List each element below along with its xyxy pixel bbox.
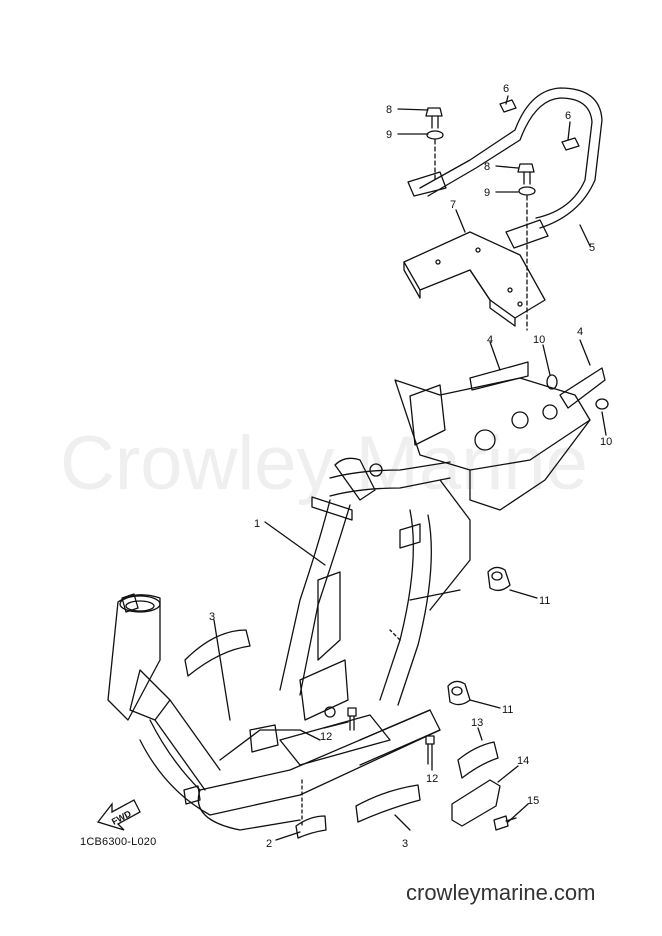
callout-10-right: 10 [600,436,612,448]
bolt-8-top [425,107,443,129]
callout-8-top: 8 [386,104,392,116]
callout-11-lower: 11 [502,704,513,716]
callout-4-right: 4 [577,326,583,338]
callout-9-right: 9 [484,187,490,199]
callout-14: 14 [517,755,529,767]
callout-13: 13 [471,717,483,729]
protector-4-left [469,361,529,391]
cover-13 [457,741,499,779]
diagram-code: 1CB6300-L020 [80,836,157,848]
callout-labels: 1 2 3 3 4 4 5 6 6 7 8 8 9 9 10 10 11 11 … [209,83,612,850]
grommet-11-lower [447,680,471,706]
cover-3-upper [184,629,251,677]
sticker-6-a [499,99,517,113]
sticker-6-b [561,137,580,151]
bracket-14 [451,779,501,827]
callout-3-lower: 3 [402,838,408,850]
callout-9-top: 9 [386,129,392,141]
screw-12-right [425,735,435,765]
callout-12-right: 12 [426,773,438,785]
callout-7: 7 [450,199,456,211]
fwd-arrow-icon: FWD [96,799,141,831]
site-footer: crowleymarine.com [406,880,596,905]
callout-6-a: 6 [503,83,509,95]
screw-12-left [347,707,357,731]
callout-6-b: 6 [565,110,571,122]
washer-9-top [426,130,444,140]
protector-4-right [559,367,606,409]
grab-bar [407,87,603,249]
callout-4-left: 4 [487,334,493,346]
callout-15: 15 [527,795,539,807]
callout-3-upper: 3 [209,611,215,623]
callout-10-left: 10 [533,334,545,346]
carrier-bracket-7 [403,231,546,327]
callout-11-upper: 11 [539,595,550,607]
watermark-text: Crowley Marine [60,421,588,506]
main-frame-1 [107,377,591,831]
grommet-11-upper [487,566,511,592]
cover-2 [295,815,327,839]
callout-12-left: 12 [320,731,332,743]
cap-10-left [546,374,558,390]
callout-2: 2 [266,838,272,850]
bolt-8-right [517,163,535,185]
washer-9-right [518,186,536,196]
callout-5: 5 [589,242,595,254]
callout-1: 1 [254,518,260,530]
callout-8-right: 8 [484,161,490,173]
cap-10-right [595,398,609,410]
cover-3-lower [355,784,421,823]
